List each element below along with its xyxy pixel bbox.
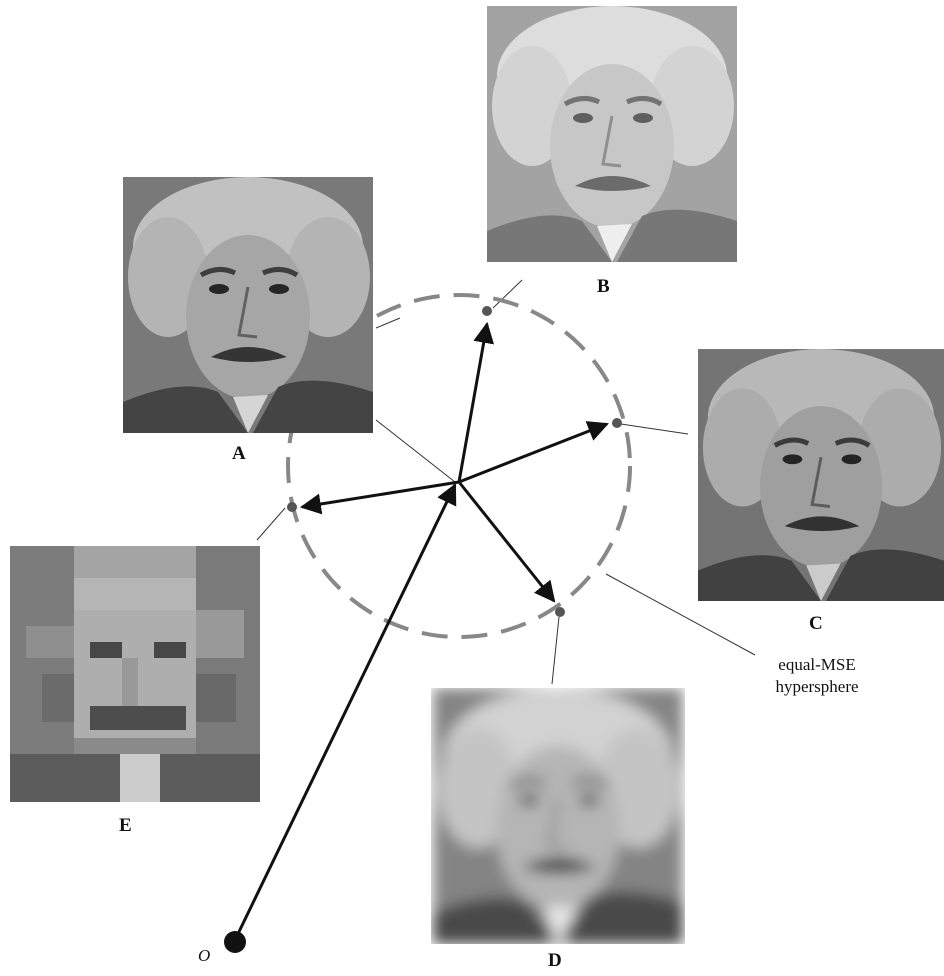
vectors bbox=[233, 321, 609, 941]
origin-label: O bbox=[198, 946, 211, 965]
vector-to-b bbox=[457, 321, 495, 483]
label-e: E bbox=[119, 815, 132, 836]
vector-to-c bbox=[458, 421, 609, 484]
label-d: D bbox=[548, 950, 562, 971]
hypersphere-label: equal-MSE hypersphere bbox=[752, 654, 882, 698]
vector-to-e bbox=[299, 480, 460, 515]
image-b bbox=[487, 6, 737, 262]
label-b: B bbox=[597, 276, 610, 297]
leader-lines bbox=[256, 279, 756, 685]
image-e bbox=[10, 546, 260, 802]
origin-point bbox=[224, 931, 246, 953]
point-c bbox=[612, 418, 622, 428]
image-a bbox=[123, 177, 373, 433]
label-c: C bbox=[809, 613, 823, 634]
point-e bbox=[287, 502, 297, 512]
image-d bbox=[433, 688, 683, 944]
point-b bbox=[482, 306, 492, 316]
vector-origin bbox=[233, 483, 457, 941]
vector-to-d bbox=[457, 481, 556, 603]
label-a: A bbox=[232, 443, 246, 464]
equal-mse-hypersphere bbox=[286, 293, 632, 639]
hypersphere-label-line2: hypersphere bbox=[775, 677, 859, 696]
point-d bbox=[555, 607, 565, 617]
image-c bbox=[698, 349, 944, 601]
hypersphere-label-line1: equal-MSE bbox=[778, 655, 856, 674]
points bbox=[287, 306, 622, 617]
